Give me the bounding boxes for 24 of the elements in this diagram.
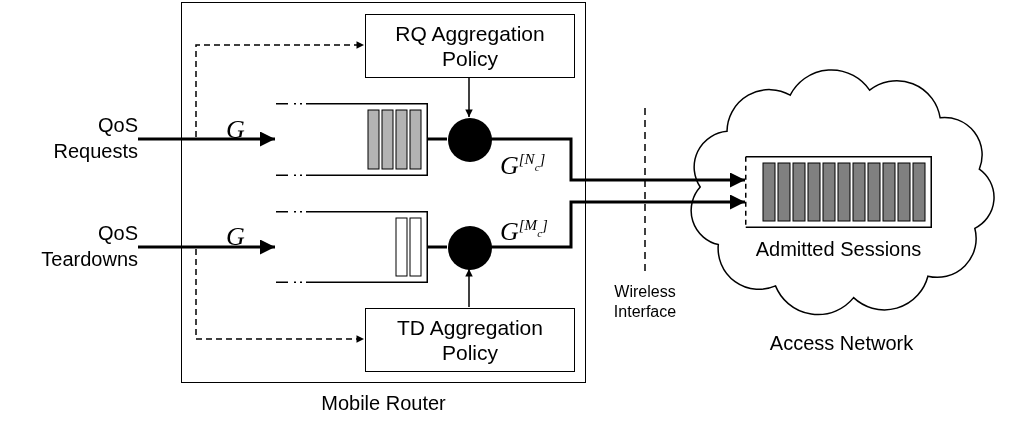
control-arrow	[137, 41, 365, 140]
interface-label: Wireless Interface	[612, 282, 678, 322]
policy-label: RQ Aggregation Policy	[394, 21, 546, 71]
flow-arrow	[491, 137, 745, 188]
policy-box	[365, 308, 575, 372]
queue-label: Admitted Sessions	[755, 238, 922, 261]
policy-label: TD Aggregation Policy	[396, 315, 544, 365]
flow-arrow	[138, 239, 275, 255]
edge-label: G	[226, 117, 245, 143]
flow-arrow	[465, 268, 473, 308]
edge-label: G	[226, 224, 245, 250]
server-circle	[448, 118, 492, 162]
cloud-label: Access Network	[769, 332, 914, 355]
input-label: QoS Requests	[20, 112, 138, 167]
flow-arrow	[491, 194, 745, 249]
flow-arrow	[465, 76, 473, 118]
control-arrow	[137, 246, 365, 343]
policy-box	[365, 14, 575, 78]
router-label: Mobile Router	[321, 392, 446, 415]
flow-arrow	[138, 131, 275, 147]
connector-line	[427, 137, 447, 141]
server-circle	[448, 226, 492, 270]
input-label: QoS Teardowns	[10, 220, 138, 275]
connector-line	[427, 245, 447, 249]
